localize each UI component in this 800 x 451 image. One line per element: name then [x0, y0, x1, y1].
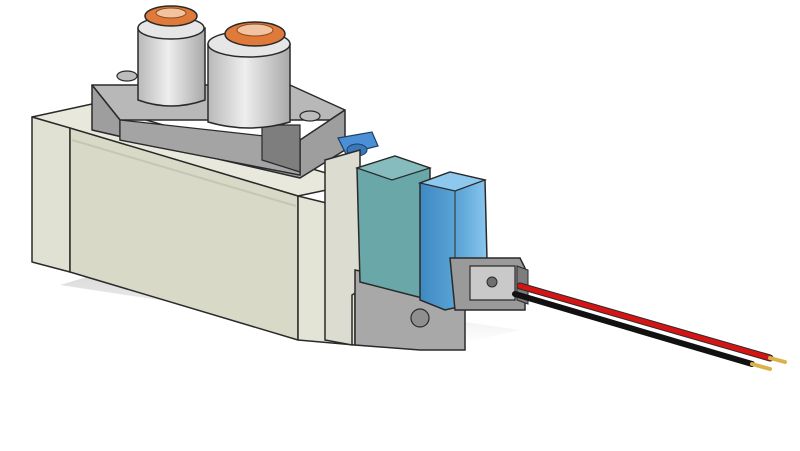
solenoid-pilot — [324, 149, 489, 351]
screw-head — [116, 70, 138, 82]
wire-black — [512, 291, 755, 367]
fitting-left — [137, 5, 206, 107]
wire-tip — [768, 356, 787, 364]
wire-tip — [750, 362, 772, 371]
pilot-base — [324, 149, 361, 346]
lead-wires — [512, 282, 787, 371]
connector-plug — [449, 257, 529, 311]
pilot-screw — [410, 308, 430, 328]
fitting-right — [207, 21, 291, 129]
end-cap-left — [31, 116, 71, 273]
manifold-side-step — [119, 119, 301, 176]
screw-head — [299, 110, 321, 122]
